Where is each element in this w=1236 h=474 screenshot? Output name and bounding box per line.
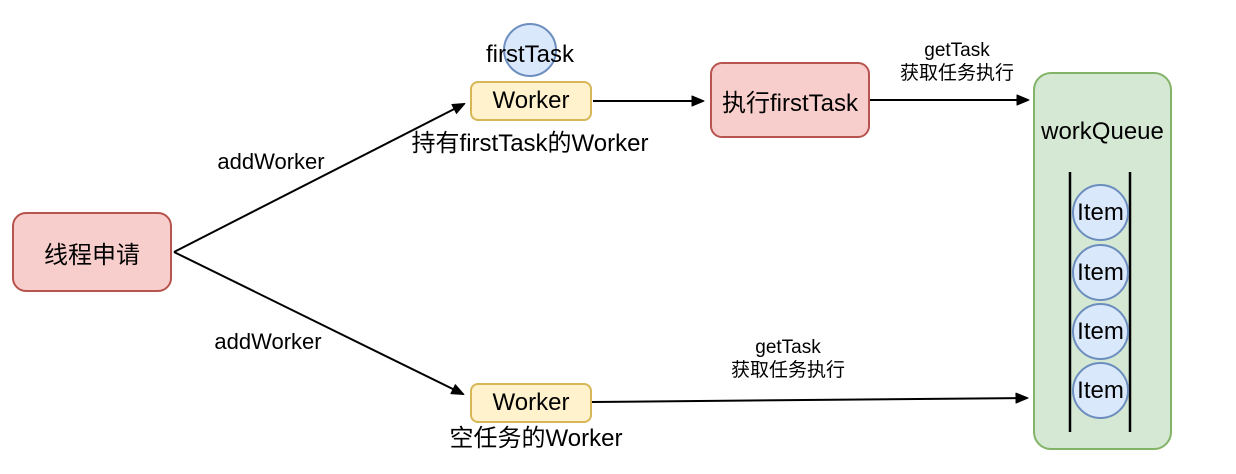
worker-bottom-label: Worker xyxy=(492,389,570,416)
exec-firsttask-label: 执行firstTask xyxy=(721,89,858,117)
queue-item: Item xyxy=(1072,362,1129,419)
edge-label-addworker-top: addWorker xyxy=(217,149,325,174)
edge-addworker-top xyxy=(173,103,466,253)
edge-label-gettask-top: getTask 获取任务执行 xyxy=(857,39,1057,85)
worker-top-caption: 持有firstTask的Worker xyxy=(411,130,649,157)
workqueue-title: workQueue xyxy=(1041,118,1164,145)
edge-addworker-bottom xyxy=(173,251,465,395)
gettask-top-line2: 获取任务执行 xyxy=(899,63,1014,84)
worker-bottom-caption: 空任务的Worker xyxy=(449,425,623,452)
thread-request-label: 线程申请 xyxy=(44,241,140,269)
queue-item: Item xyxy=(1072,244,1129,301)
firsttask-label: firstTask xyxy=(485,41,574,68)
node-worker-top: Worker xyxy=(470,81,592,121)
edge-label-addworker-bottom: addWorker xyxy=(214,329,322,354)
node-exec-firsttask: 执行firstTask xyxy=(710,62,870,138)
node-firsttask-circle xyxy=(503,23,557,77)
queue-item-label: Item xyxy=(1077,198,1124,226)
node-worker-bottom: Worker xyxy=(470,383,592,423)
node-thread-request: 线程申请 xyxy=(12,212,172,292)
gettask-top-line1: getTask xyxy=(924,40,990,61)
edge-label-gettask-bottom: getTask 获取任务执行 xyxy=(688,336,888,382)
queue-item: Item xyxy=(1072,303,1129,360)
queue-item-label: Item xyxy=(1077,376,1124,404)
edge-worker-bottom-to-workqueue xyxy=(591,392,1029,404)
gettask-bottom-line2: 获取任务执行 xyxy=(730,360,845,381)
queue-item-label: Item xyxy=(1077,317,1124,345)
queue-item: Item xyxy=(1072,184,1129,241)
gettask-bottom-line1: getTask xyxy=(755,337,821,358)
worker-top-label: Worker xyxy=(492,87,570,114)
queue-item-label: Item xyxy=(1077,258,1124,286)
